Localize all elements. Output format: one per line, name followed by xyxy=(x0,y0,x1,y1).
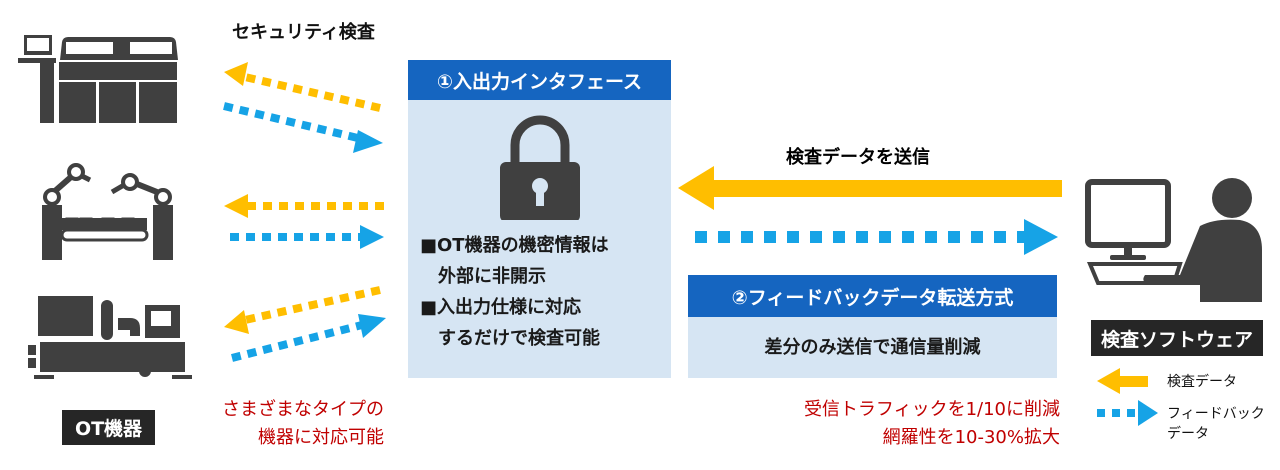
security-inspection-title: セキュリティ検査 xyxy=(232,22,375,43)
left-arrows xyxy=(223,62,386,362)
feedback-arrow-3 xyxy=(231,321,363,362)
ot-note-line-2: 機器に対応可能 xyxy=(258,427,384,448)
legend-inspection: 検査データ xyxy=(1167,374,1237,390)
inspection-machine-icon xyxy=(18,35,178,123)
ot-equipment-label: OT機器 xyxy=(62,410,155,445)
inspection-arrow-3 xyxy=(244,286,381,324)
inspection-arrow-1 xyxy=(244,73,381,112)
interface-line-3: ■入出力仕様に対応 xyxy=(420,297,582,318)
feedback-panel-header: ②フィードバックデータ転送方式 xyxy=(688,275,1057,317)
feedback-panel-body: 差分のみ送信で通信量削減 xyxy=(764,337,981,358)
industrial-chiller-icon xyxy=(28,296,192,379)
robot-arm-icon xyxy=(42,163,173,260)
ot-note-line-1: さまざまなタイプの xyxy=(222,399,384,420)
interface-line-1: ■OT機器の機密情報は xyxy=(420,235,609,256)
interface-line-2: 外部に非開示 xyxy=(420,266,546,287)
feedback-arrow-1 xyxy=(223,102,363,143)
software-label: 検査ソフトウェア xyxy=(1091,320,1263,356)
ot-note: さまざまなタイプの 機器に対応可能 xyxy=(214,396,384,452)
performance-note: 受信トラフィックを1/10に削減 網羅性を10-30%拡大 xyxy=(740,396,1060,452)
feedback-panel: 差分のみ送信で通信量削減 xyxy=(688,317,1057,378)
legend-feedback: フィードバック データ xyxy=(1167,404,1265,444)
performance-note-line-2: 網羅性を10-30%拡大 xyxy=(882,427,1060,448)
interface-panel-header: ①入出力インタフェース xyxy=(408,60,671,100)
send-label: 検査データを送信 xyxy=(786,147,930,168)
legend-feedback-line-1: フィードバック xyxy=(1167,406,1265,422)
interface-line-4: するだけで検査可能 xyxy=(420,328,600,349)
performance-note-line-1: 受信トラフィックを1/10に削減 xyxy=(803,399,1060,420)
legend-feedback-line-2: データ xyxy=(1167,426,1209,442)
interface-panel: ■OT機器の機密情報は 外部に非開示 ■入出力仕様に対応 するだけで検査可能 xyxy=(408,100,671,378)
lock-icon xyxy=(500,115,580,220)
